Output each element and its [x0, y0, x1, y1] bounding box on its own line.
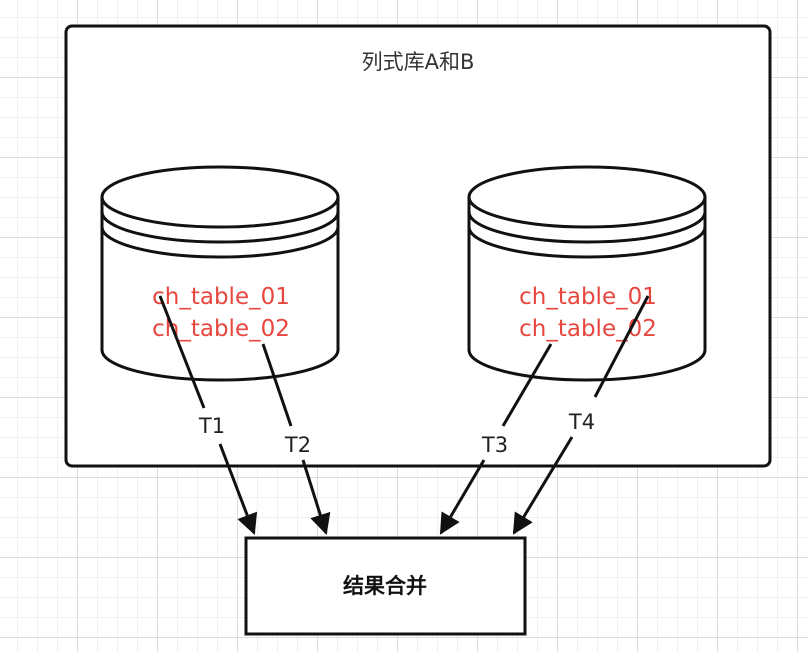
database-b-cylinder: ch_table_01 ch_table_02	[467, 165, 707, 382]
database-a-cylinder: ch_table_01 ch_table_02	[100, 165, 340, 382]
edge-t3-label: T3	[481, 433, 508, 457]
edge-t3-arrow	[439, 459, 486, 535]
edge-t1: T1	[158, 295, 258, 535]
edge-t2: T2	[261, 343, 331, 536]
edge-t4-label: T4	[568, 410, 595, 434]
edge-t1-line-upper	[158, 295, 206, 409]
database-a-table-1: ch_table_01	[152, 284, 290, 310]
edge-t1-arrow	[218, 443, 258, 535]
edge-t2-arrow	[301, 459, 331, 536]
database-b-body	[467, 197, 707, 382]
database-a-ring-2	[100, 226, 340, 259]
database-a-ring-1	[100, 211, 340, 244]
database-b-ring-1	[467, 211, 707, 244]
database-b-table-1: ch_table_01	[519, 284, 657, 310]
database-a-body	[100, 197, 340, 382]
database-a-top	[100, 165, 340, 229]
database-b-ring-2	[467, 226, 707, 259]
edge-t4: T4	[512, 295, 650, 535]
edge-t2-label: T2	[284, 433, 311, 457]
edge-t4-arrow	[512, 436, 574, 535]
edge-t1-label: T1	[198, 414, 225, 438]
container-title: 列式库A和B	[362, 50, 475, 74]
edge-t3-line-upper	[501, 343, 553, 427]
edge-t4-line-upper	[593, 295, 650, 398]
database-b-top	[467, 165, 707, 229]
edge-t3: T3	[439, 343, 553, 535]
result-merge-label: 结果合并	[343, 574, 427, 598]
result-merge-box	[244, 536, 527, 636]
edge-t2-line-upper	[261, 343, 293, 427]
